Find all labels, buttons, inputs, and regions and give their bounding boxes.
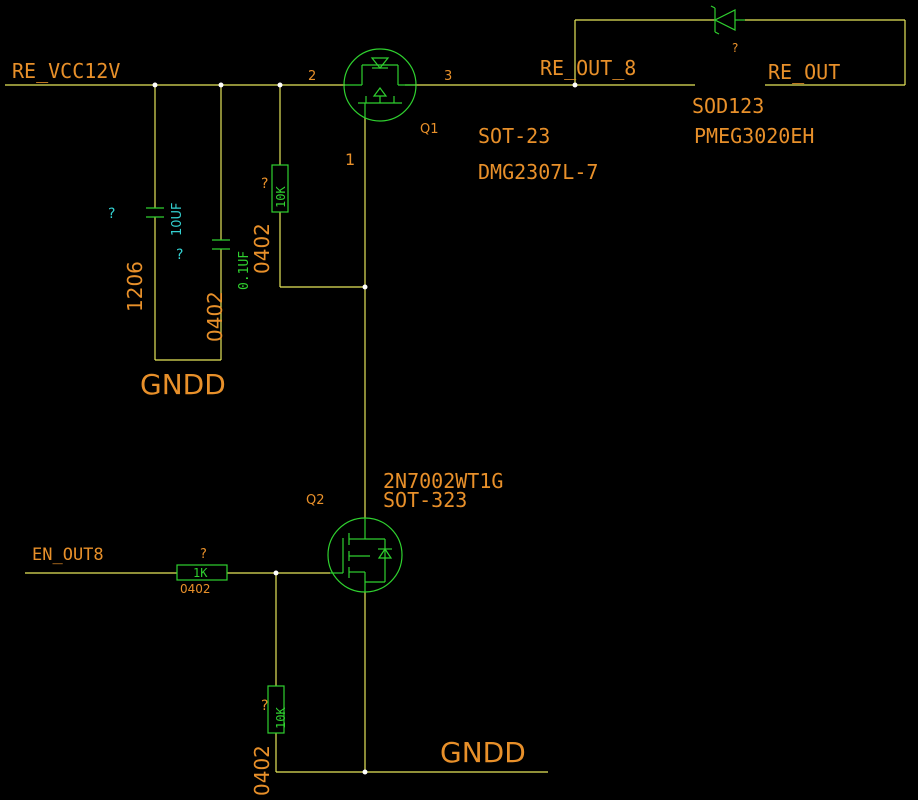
q1-package: SOT-23 xyxy=(478,124,550,148)
junction-dot xyxy=(218,82,224,88)
net-label-en: EN_OUT8 xyxy=(32,545,104,565)
c1-package: 1206 xyxy=(123,261,147,312)
c1-ref: ? xyxy=(108,206,115,222)
r-pullup-value: 10K xyxy=(274,186,288,208)
junction-dot xyxy=(152,82,158,88)
resistor-pullup-symbol[interactable] xyxy=(271,164,289,213)
q1-pin-source: 2 xyxy=(308,69,316,84)
gnd-label-bottom: GNDD xyxy=(440,736,526,769)
junction-dot xyxy=(277,82,283,88)
r-gate-ref: ? xyxy=(200,547,207,562)
c1-value: 10UF xyxy=(170,202,185,236)
q1-ref: Q1 xyxy=(420,122,439,137)
gnd-label-top: GNDD xyxy=(140,368,226,401)
junction-dot xyxy=(273,570,279,576)
resistor-gate-symbol[interactable] xyxy=(176,564,228,581)
c2-value: 0.1UF xyxy=(237,251,252,290)
r-gate-value: 1K xyxy=(193,566,208,580)
r-gate-package: 0402 xyxy=(180,582,211,596)
q2-ref: Q2 xyxy=(306,493,325,508)
net-label-out: RE_OUT xyxy=(768,60,840,84)
diode-package: SOD123 xyxy=(692,94,764,118)
diode-part: PMEG3020EH xyxy=(694,124,814,148)
c2-package: 0402 xyxy=(203,291,227,342)
junctions xyxy=(152,82,578,775)
q1-pin-drain: 3 xyxy=(444,69,452,84)
r-pullup-package: 0402 xyxy=(250,223,274,274)
junction-dot xyxy=(362,769,368,775)
r-pulldown-ref: ? xyxy=(261,698,268,714)
net-label-vcc: RE_VCC12V xyxy=(12,59,120,83)
q1-part: DMG2307L-7 xyxy=(478,160,598,184)
diode-ref: ? xyxy=(732,41,738,55)
schottky-diode-symbol[interactable] xyxy=(710,5,745,35)
wires xyxy=(5,19,906,773)
junction-dot xyxy=(362,284,368,290)
capacitor-0.1uf-symbol[interactable] xyxy=(212,239,230,250)
q2-mosfet-symbol[interactable] xyxy=(327,517,403,593)
q2-package: SOT-323 xyxy=(383,488,467,512)
junction-dot xyxy=(572,82,578,88)
q1-mosfet-symbol[interactable] xyxy=(343,48,417,122)
net-label-out8: RE_OUT_8 xyxy=(540,56,636,80)
q2-part: 2N7002WT1G xyxy=(383,469,503,493)
r-pulldown-value: 10K xyxy=(274,707,288,729)
resistor-pulldown-symbol[interactable] xyxy=(267,685,285,734)
capacitor-10uf-symbol[interactable] xyxy=(146,207,164,218)
r-pullup-ref: ? xyxy=(261,176,268,192)
q1-pin-gate: 1 xyxy=(345,150,355,169)
r-pulldown-package: 0402 xyxy=(250,745,274,796)
c2-ref: ? xyxy=(176,247,183,263)
